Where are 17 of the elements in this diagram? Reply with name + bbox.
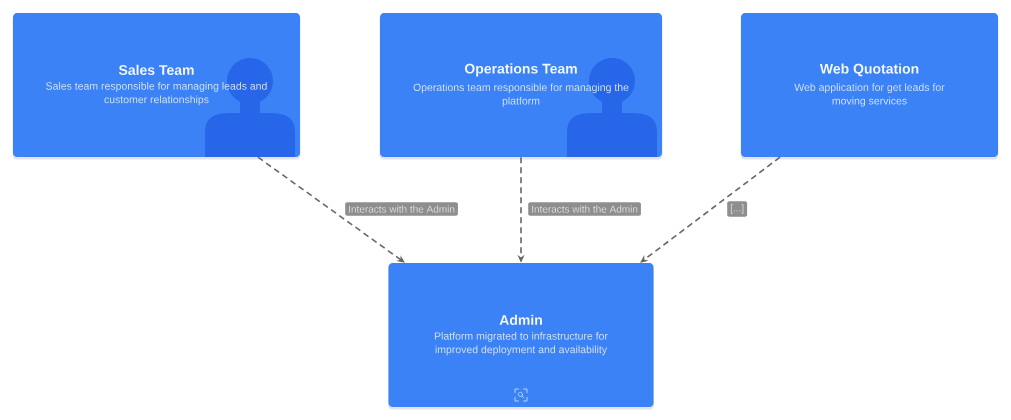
card-description: Sales team responsible for managing leads and customer relationships	[46, 82, 267, 106]
card	[388, 263, 654, 410]
arrow	[257, 156, 405, 263]
edge-label: [...]	[727, 201, 748, 217]
card-title: Web Quotation	[819, 63, 919, 77]
card-description: Web application for get leads for moving services	[794, 83, 945, 107]
card	[740, 13, 999, 160]
card-title: Operations Team	[464, 63, 577, 77]
card-title: Admin	[499, 314, 542, 325]
card	[12, 13, 301, 160]
edge-label: Interacts with the Admin	[345, 202, 458, 216]
card-title: Sales Team	[118, 64, 194, 75]
arrow	[640, 156, 781, 263]
edge-label: Interacts with the Admin	[528, 202, 641, 216]
card-description: Operations team responsible for managing the platform	[413, 83, 629, 107]
card	[379, 13, 663, 160]
card-description: Platform migrated to infrastructure for improved deployment and availability	[434, 332, 608, 356]
